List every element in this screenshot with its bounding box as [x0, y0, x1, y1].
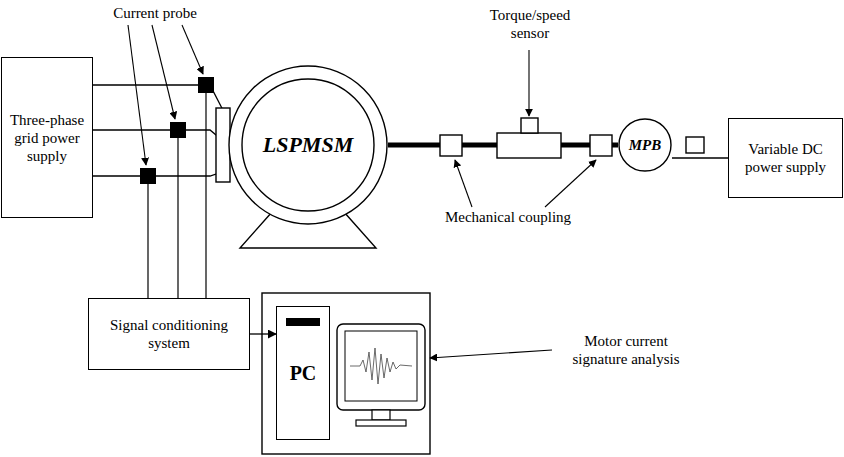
current-probe [140, 77, 214, 184]
probe-wire [148, 93, 206, 298]
connector-line [93, 170, 228, 176]
mechanical-coupling [590, 135, 612, 156]
monitor-base [356, 420, 406, 426]
connector-line [672, 157, 728, 158]
torque-sensor [521, 118, 538, 133]
process-box: Signal conditioning system [88, 298, 250, 370]
node-text: MPB [625, 135, 666, 156]
leader-arrow [528, 50, 529, 116]
node-text: PC [286, 360, 321, 387]
connector-line [93, 130, 228, 145]
leader-arrow [455, 160, 472, 207]
pc-drive-slot [286, 318, 320, 326]
label-text: Torque/speed sensor [474, 6, 586, 42]
waveform [350, 348, 412, 384]
terminal-box [216, 108, 230, 182]
monitor-screen [345, 331, 417, 401]
node-text: Variable DC power supply [729, 138, 842, 178]
pc-frame [262, 293, 430, 454]
power-supply-box: Variable DC power supply [728, 118, 843, 198]
label-text: Mechanical coupling [418, 208, 598, 226]
leader-arrow [128, 25, 203, 165]
monitor [337, 324, 425, 410]
monitor-stand [372, 410, 390, 420]
connector-line [250, 333, 276, 334]
pc-tower: PC [276, 306, 330, 440]
node-text: LSPMSM [259, 130, 357, 160]
label-text: Motor current signature analysis [556, 332, 696, 368]
mechanical-coupling [440, 135, 462, 156]
motor-circle: LSPMSM [228, 65, 388, 225]
power-supply-box: Three-phase grid power supply [1, 57, 93, 218]
leader-arrow [430, 350, 552, 358]
node-text: Signal conditioning system [89, 314, 249, 354]
brake-circle: MPB [618, 118, 672, 172]
node-text: Three-phase grid power supply [2, 109, 92, 167]
leader-arrow [545, 160, 596, 207]
label-text: Current probe [100, 4, 210, 22]
connector-block [686, 137, 704, 153]
torque-sensor [497, 133, 561, 158]
